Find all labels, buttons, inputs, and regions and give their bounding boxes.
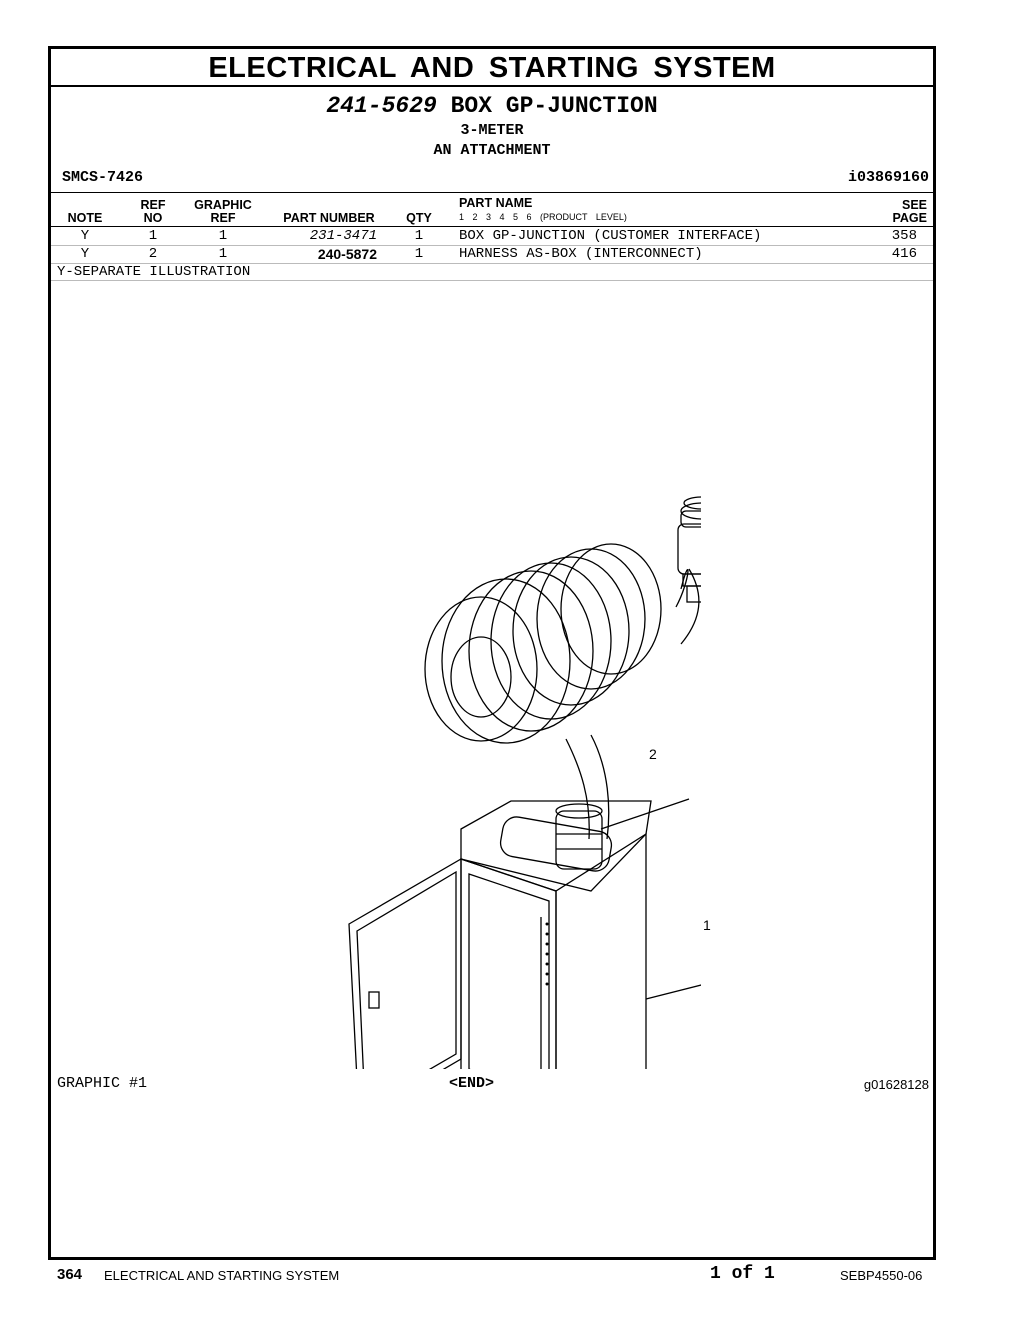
page-frame: ELECTRICAL AND STARTING SYSTEM 241-5629 …	[48, 46, 936, 1260]
connector-ring	[680, 510, 701, 528]
col-header-product-levels: 1 2 3 4 5 6 (PRODUCT LEVEL)	[459, 212, 627, 222]
harness-coil-loop	[536, 548, 646, 690]
cell-graphic-ref: 1	[218, 246, 228, 262]
cell-ref-no: 1	[148, 228, 158, 244]
cell-see-page[interactable]: 358	[891, 228, 917, 244]
callout-2: 2	[649, 746, 657, 762]
junction-box-illustration	[348, 496, 701, 1069]
cell-part-name: HARNESS AS-BOX (INTERCONNECT)	[459, 246, 703, 262]
footer-document-id: SEBP4550-06	[840, 1268, 923, 1283]
col-header-note: NOTE	[67, 211, 103, 225]
graphic-id: g01628128	[863, 1077, 929, 1092]
col-header-part-name: PART NAME	[459, 196, 533, 210]
cell-note: Y	[80, 228, 90, 244]
smcs-code: SMCS-7426	[62, 169, 144, 186]
box-front-frame	[460, 858, 557, 1069]
table-header-bottom-rule	[51, 226, 933, 227]
graphic-label: GRAPHIC #1	[57, 1075, 148, 1092]
harness-coil-loop	[512, 556, 630, 706]
callout-leader-1	[645, 984, 701, 1000]
callout-1: 1	[703, 917, 711, 933]
col-header-ref-no: REF NO	[140, 198, 166, 225]
col-header-graphic-ref: GRAPHIC REF	[194, 198, 252, 225]
cell-qty: 1	[414, 228, 424, 244]
info-id: i03869160	[847, 169, 929, 186]
col-header-see-page: SEE PAGE	[892, 198, 928, 225]
section-title-bar: ELECTRICAL AND STARTING SYSTEM	[51, 49, 933, 87]
connector-cap	[680, 502, 701, 520]
section-title: ELECTRICAL AND STARTING SYSTEM	[208, 52, 776, 84]
group-name: BOX GP-JUNCTION	[450, 93, 658, 119]
callout-leader-2	[600, 798, 690, 830]
door-latch	[368, 991, 380, 1009]
cell-part-name: BOX GP-JUNCTION (CUSTOMER INTERFACE)	[459, 228, 762, 244]
cell-graphic-ref: 1	[218, 228, 228, 244]
harness-coil-loop	[468, 570, 594, 732]
box-top-plate	[499, 816, 613, 872]
col-header-qty: QTY	[406, 211, 432, 225]
footer-page-number: 364	[57, 1266, 83, 1283]
table-row[interactable]: Y 1 1 231-3471 1 BOX GP-JUNCTION (CUSTOM…	[51, 227, 933, 246]
table-header-top-rule	[51, 192, 933, 193]
subtitle-2: AN ATTACHMENT	[433, 142, 551, 159]
harness-coil-loop	[560, 543, 662, 675]
col-header-part-number: PART NUMBER	[283, 211, 375, 225]
group-title: 241-5629 BOX GP-JUNCTION	[51, 93, 933, 119]
cell-part-number[interactable]: 240-5872	[317, 246, 377, 262]
footer-page-count: 1 of 1	[710, 1264, 775, 1284]
harness-coil-loop	[424, 596, 538, 742]
harness-coil-loop	[441, 578, 571, 744]
footer-section: ELECTRICAL AND STARTING SYSTEM	[104, 1268, 340, 1283]
harness-coil-inner	[450, 636, 512, 718]
end-marker: <END>	[449, 1075, 495, 1092]
table-row[interactable]: Y 2 1 240-5872 1 HARNESS AS-BOX (INTERCO…	[51, 245, 933, 264]
cell-qty: 1	[414, 246, 424, 262]
subtitle-1: 3-METER	[460, 122, 524, 139]
cell-see-page[interactable]: 416	[891, 246, 917, 262]
cell-part-number[interactable]: 231-3471	[309, 228, 377, 244]
separate-illustration-note: Y-SEPARATE ILLUSTRATION	[51, 263, 933, 281]
cell-ref-no: 2	[148, 246, 158, 262]
connector-body	[677, 523, 701, 575]
group-part-number[interactable]: 241-5629	[326, 93, 437, 119]
harness-fitting	[555, 810, 603, 870]
cell-note: Y	[80, 246, 90, 262]
box-door	[348, 857, 462, 1069]
